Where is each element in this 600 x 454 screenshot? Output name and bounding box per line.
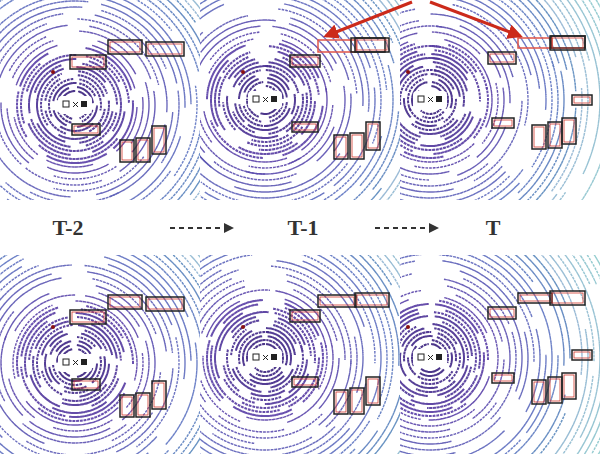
point-cloud	[0, 0, 200, 200]
point-cloud	[200, 0, 400, 200]
highlight-arrow	[326, 2, 412, 36]
point-cloud	[400, 0, 600, 200]
time-arrow	[170, 227, 232, 229]
time-arrow	[375, 227, 437, 229]
highlight-arrow	[430, 2, 520, 36]
frame-label: T	[486, 215, 501, 241]
point-cloud	[200, 255, 400, 454]
frame-label: T-2	[53, 215, 84, 241]
frame-label: T-1	[288, 215, 319, 241]
point-cloud	[400, 255, 600, 454]
point-cloud	[0, 255, 200, 454]
